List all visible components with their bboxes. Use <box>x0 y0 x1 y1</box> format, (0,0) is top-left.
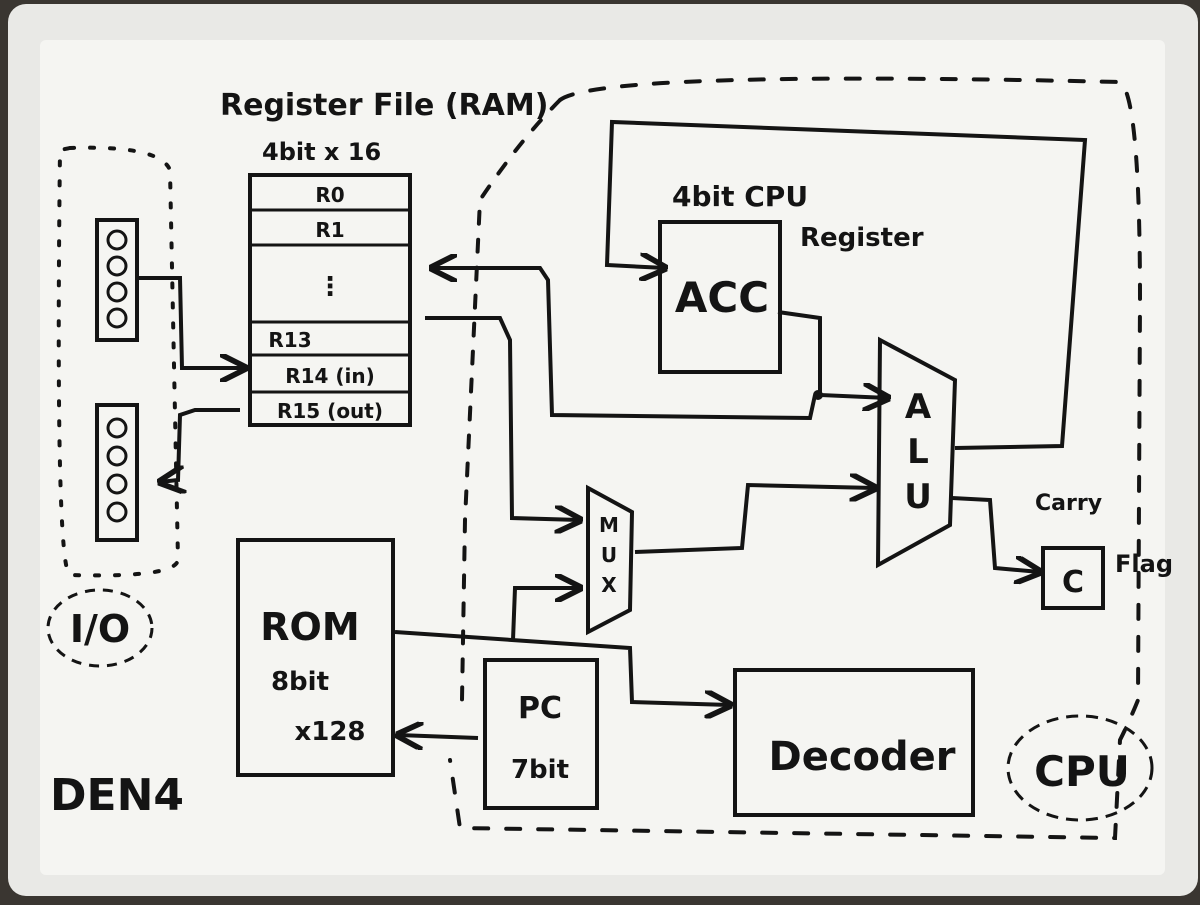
pc-label: PC <box>518 691 562 726</box>
alu-letter-l: L <box>907 432 929 472</box>
io-boundary <box>56 145 181 578</box>
carry-label-line1: Carry <box>1035 491 1102 516</box>
mux-to-alu-arrow <box>634 485 875 554</box>
alu <box>875 336 958 569</box>
alu-letter-a: A <box>905 387 932 427</box>
mux-letter-u: U <box>601 543 617 567</box>
switch-icon <box>106 281 128 303</box>
carry-flag-letter: C <box>1062 565 1084 600</box>
decoder <box>733 668 975 817</box>
cpu-label: CPU <box>1034 747 1130 796</box>
decoder-label: Decoder <box>768 734 955 780</box>
program-counter <box>483 658 599 810</box>
led-icon <box>106 473 128 495</box>
register-file-title: Register File (RAM) <box>220 88 548 123</box>
register-bus-arrow <box>432 268 817 421</box>
led-icon <box>106 501 128 523</box>
register-to-mux-arrow <box>425 316 580 520</box>
cpu-register-title-line2: Register <box>800 223 924 253</box>
rom-to-mux-arrow <box>511 588 580 641</box>
mux-letter-x: X <box>601 573 617 597</box>
rom-width: 8bit <box>271 667 329 697</box>
switch-icon <box>106 255 128 277</box>
acc-register <box>658 220 782 374</box>
rom <box>236 538 395 777</box>
register-r1: R1 <box>315 218 344 242</box>
r15-to-output-arrow <box>160 408 240 482</box>
led-icon <box>106 417 128 439</box>
board-surface <box>40 40 1165 875</box>
led-icon <box>106 445 128 467</box>
alu-letter-u: U <box>904 477 932 517</box>
register-r0: R0 <box>315 183 344 207</box>
acc-to-alu-arrow <box>777 310 888 398</box>
register-ellipsis: ⋮ <box>317 272 343 302</box>
register-r15: R15 (out) <box>277 399 383 423</box>
input-switches <box>95 218 139 342</box>
alu-to-acc-feedback <box>604 119 1088 450</box>
mux-letter-m: M <box>599 513 619 537</box>
switch-icon <box>106 307 128 329</box>
pc-width: 7bit <box>511 755 569 785</box>
carry-label-line2: Flag <box>1115 550 1173 578</box>
register-r13: R13 <box>268 328 311 352</box>
register-file: R0 R1 ⋮ R13 R14 (in) R15 (out) <box>248 173 412 427</box>
alu-to-carry-arrow <box>951 496 1040 572</box>
junction-dot <box>813 390 823 400</box>
rom-depth: x128 <box>294 717 365 747</box>
io-label-ring <box>46 588 154 668</box>
register-file-size: 4bit x 16 <box>262 138 381 166</box>
rom-to-decoder-arrow <box>394 630 730 705</box>
cpu-label-ring <box>1006 714 1154 822</box>
input-to-r14-arrow <box>138 276 245 368</box>
pc-to-rom-arrow <box>398 735 479 738</box>
io-label: I/O <box>70 607 130 651</box>
switch-icon <box>106 229 128 251</box>
cpu-register-title-line1: 4bit CPU <box>672 180 808 213</box>
acc-label: ACC <box>675 273 769 322</box>
register-r14: R14 (in) <box>285 364 375 388</box>
rom-label: ROM <box>260 605 359 649</box>
output-leds <box>95 403 139 542</box>
cpu-boundary <box>448 76 1143 841</box>
mux <box>586 484 635 636</box>
carry-flag-box <box>1041 546 1105 610</box>
board-title: DEN4 <box>50 770 184 821</box>
